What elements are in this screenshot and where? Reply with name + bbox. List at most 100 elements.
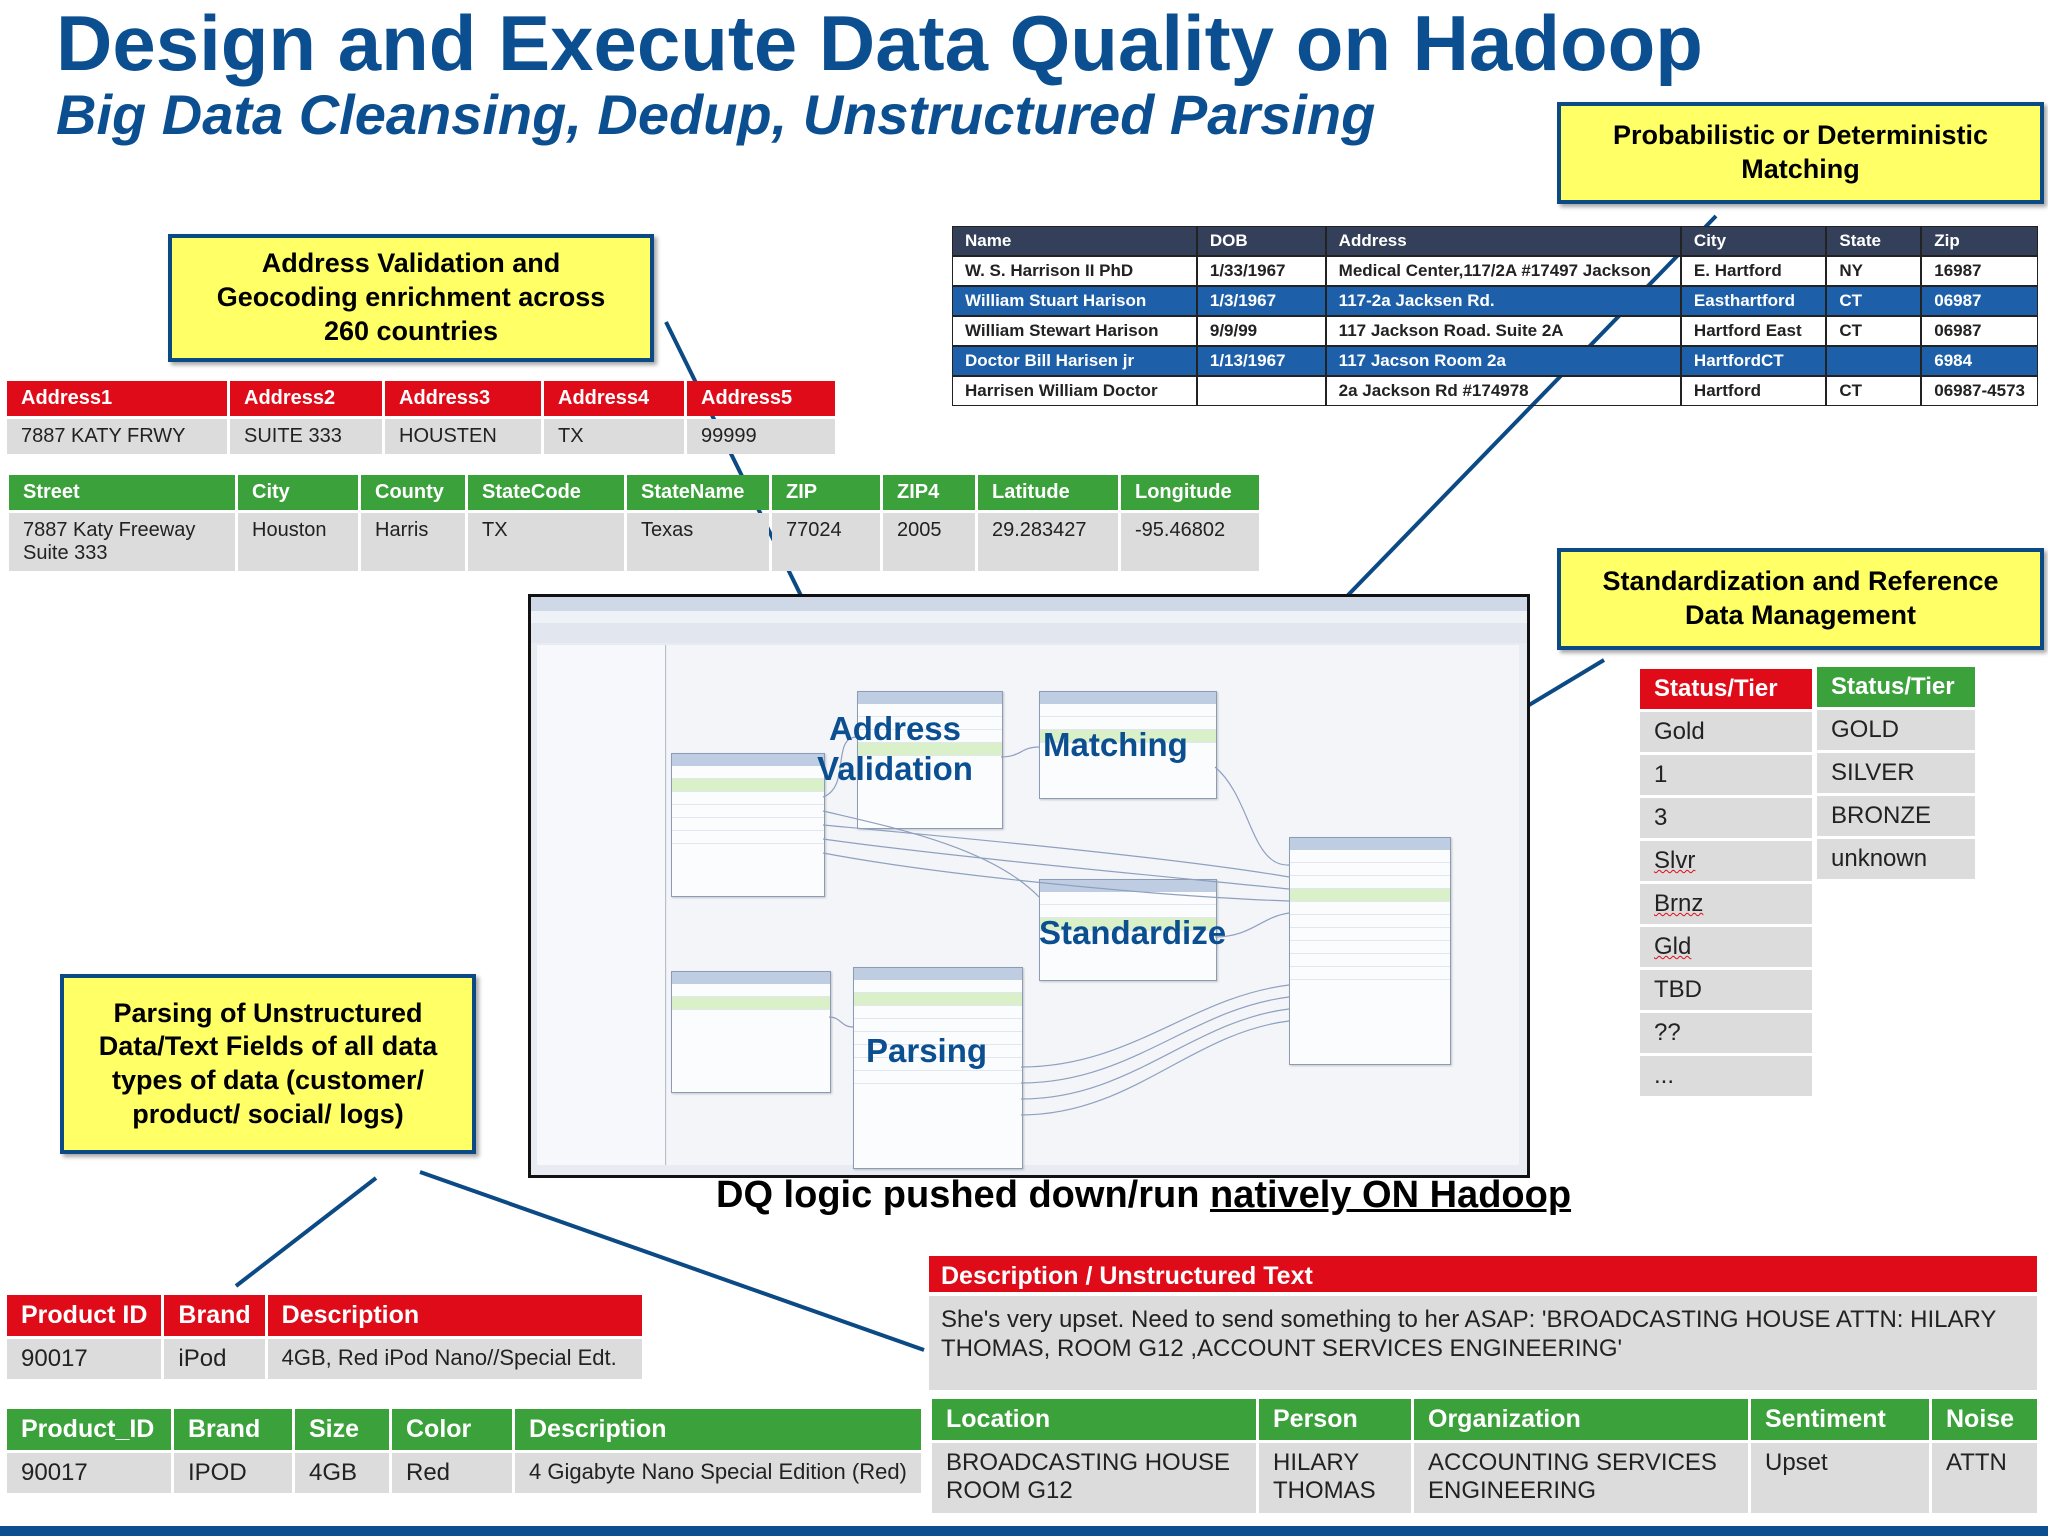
dq-caption: DQ logic pushed down/run natively ON Had… xyxy=(716,1174,1571,1217)
cell: Hartford East xyxy=(1680,316,1827,346)
cell: Harrisen William Doctor xyxy=(952,376,1197,406)
col-address1: Address1 xyxy=(7,381,227,416)
table-header-row: Product_ID Brand Size Color Description xyxy=(7,1409,921,1450)
table-row: Harrisen William Doctor 2a Jackson Rd #1… xyxy=(952,376,2038,406)
matching-table: Name DOB Address City State Zip W. S. Ha… xyxy=(952,226,2038,406)
tier-clean-table: Status/Tier GOLD SILVER BRONZE unknown xyxy=(1814,664,1978,882)
cell: 117-2a Jacksen Rd. xyxy=(1325,286,1681,316)
callout-matching: Probabilistic or Deterministic Matching xyxy=(1557,102,2044,204)
product-clean-table: Product_ID Brand Size Color Description … xyxy=(4,1406,924,1496)
cell: ACCOUNTING SERVICES ENGINEERING xyxy=(1414,1443,1748,1513)
col-latitude: Latitude xyxy=(978,475,1118,510)
cell: NY xyxy=(1826,256,1922,286)
mapping-node-customer-data xyxy=(671,753,825,897)
address-clean-table: Street City County StateCode StateName Z… xyxy=(6,472,1262,574)
mapping-node-cdr-data xyxy=(671,971,831,1093)
cell: SILVER xyxy=(1817,753,1975,793)
col-location: Location xyxy=(932,1399,1256,1440)
table-header-row: Product ID Brand Description xyxy=(7,1295,642,1336)
cell: 90017 xyxy=(7,1339,162,1379)
tier-raw-table: Status/Tier Gold 1 3 Slvr Brnz Gld TBD ?… xyxy=(1637,666,1815,1099)
entities-table: Location Person Organization Sentiment N… xyxy=(929,1396,2040,1516)
mapping-node-deduplicate xyxy=(1039,691,1217,799)
cell: 4GB xyxy=(295,1453,389,1493)
table-header-row: Address1 Address2 Address3 Address4 Addr… xyxy=(7,381,835,416)
cell: CT xyxy=(1826,376,1922,406)
cell: BRONZE xyxy=(1817,796,1975,836)
cell: Hartford xyxy=(1680,376,1827,406)
cell: 4 Gigabyte Nano Special Edition (Red) xyxy=(515,1453,921,1493)
cell: -95.46802 xyxy=(1121,513,1259,571)
cell: 90017 xyxy=(7,1453,171,1493)
mapping-node-parse-unstructured xyxy=(853,967,1023,1169)
window-menu-bar xyxy=(531,611,1527,623)
cell: ?? xyxy=(1640,1013,1812,1053)
cell: Houston xyxy=(238,513,358,571)
cell: 1/33/1967 xyxy=(1196,256,1326,286)
col-state: State xyxy=(1826,226,1922,256)
callout-standardization-text: Standardization and Reference Data Manag… xyxy=(1602,566,1999,630)
cell: TX xyxy=(468,513,624,571)
cell: BROADCASTING HOUSE ROOM G12 xyxy=(932,1443,1256,1513)
cell: CT xyxy=(1826,286,1922,316)
screenshot-label-parsing: Parsing xyxy=(866,1032,988,1069)
callout-standardization: Standardization and Reference Data Manag… xyxy=(1557,548,2044,650)
col-color: Color xyxy=(392,1409,512,1450)
table-row: BROADCASTING HOUSE ROOM G12 HILARY THOMA… xyxy=(932,1443,2037,1513)
cell: W. S. Harrison II PhD xyxy=(952,256,1197,286)
mapping-links xyxy=(822,736,1290,1116)
page-title: Design and Execute Data Quality on Hadoo… xyxy=(56,0,1703,87)
table-row-highlighted: William Stuart Harison 1/3/1967 117-2a J… xyxy=(952,286,2038,316)
table-header-row: Street City County StateCode StateName Z… xyxy=(9,475,1259,510)
cell: 6984 xyxy=(1921,346,2038,376)
table-row-highlighted: Doctor Bill Harisen jr 1/13/1967 117 Jac… xyxy=(952,346,2038,376)
cell: 06987 xyxy=(1921,286,2038,316)
cell: 99999 xyxy=(687,419,835,454)
cell: Red xyxy=(392,1453,512,1493)
cell: Texas xyxy=(627,513,769,571)
connector-parsing-product xyxy=(234,1176,378,1288)
col-description: Description xyxy=(515,1409,921,1450)
cell: 3 xyxy=(1640,798,1812,838)
table-row: 90017 iPod 4GB, Red iPod Nano//Special E… xyxy=(7,1339,642,1379)
cell: 7887 KATY FRWY xyxy=(7,419,227,454)
col-zip: ZIP xyxy=(772,475,880,510)
cell: ATTN xyxy=(1932,1443,2037,1513)
developer-tool-screenshot: Address Validation Matching Standardize … xyxy=(528,594,1530,1178)
cell: unknown xyxy=(1817,839,1975,879)
connector-parsing-text xyxy=(419,1170,925,1352)
col-brand: Brand xyxy=(174,1409,292,1450)
cell: SUITE 333 xyxy=(230,419,382,454)
cell: 06987 xyxy=(1921,316,2038,346)
col-status-tier: Status/Tier xyxy=(1640,669,1812,709)
cell: 9/9/99 xyxy=(1196,316,1326,346)
table-row: 90017 IPOD 4GB Red 4 Gigabyte Nano Speci… xyxy=(7,1453,921,1493)
screenshot-label-standardize: Standardize xyxy=(1039,914,1227,951)
col-city: City xyxy=(1680,226,1827,256)
address-raw-table: Address1 Address2 Address3 Address4 Addr… xyxy=(4,378,838,457)
col-zip: Zip xyxy=(1921,226,2038,256)
bottom-accent-bar xyxy=(0,1526,2048,1536)
col-person: Person xyxy=(1259,1399,1411,1440)
object-explorer-panel xyxy=(537,645,666,1165)
cell: IPOD xyxy=(174,1453,292,1493)
table-header-row: Location Person Organization Sentiment N… xyxy=(932,1399,2037,1440)
cell: William Stewart Harison xyxy=(952,316,1197,346)
product-raw-table: Product ID Brand Description 90017 iPod … xyxy=(4,1292,645,1382)
cell: 1 xyxy=(1640,755,1812,795)
mapping-node-target xyxy=(1289,837,1451,1065)
col-sentiment: Sentiment xyxy=(1751,1399,1929,1440)
cell: HILARY THOMAS xyxy=(1259,1443,1411,1513)
unstructured-text-header: Description / Unstructured Text xyxy=(929,1256,2037,1292)
col-address5: Address5 xyxy=(687,381,835,416)
page-subtitle: Big Data Cleansing, Dedup, Unstructured … xyxy=(56,83,1376,146)
col-product-id: Product_ID xyxy=(7,1409,171,1450)
cell: 2005 xyxy=(883,513,975,571)
cell: CT xyxy=(1826,316,1922,346)
table-row: W. S. Harrison II PhD 1/33/1967 Medical … xyxy=(952,256,2038,286)
unstructured-text-body: She's very upset. Need to send something… xyxy=(929,1296,2037,1390)
cell: 2a Jackson Rd #174978 xyxy=(1325,376,1681,406)
cell: 4GB, Red iPod Nano//Special Edt. xyxy=(267,1339,642,1379)
callout-address-text: Address Validation and Geocoding enrichm… xyxy=(216,248,606,346)
cell: iPod xyxy=(164,1339,265,1379)
